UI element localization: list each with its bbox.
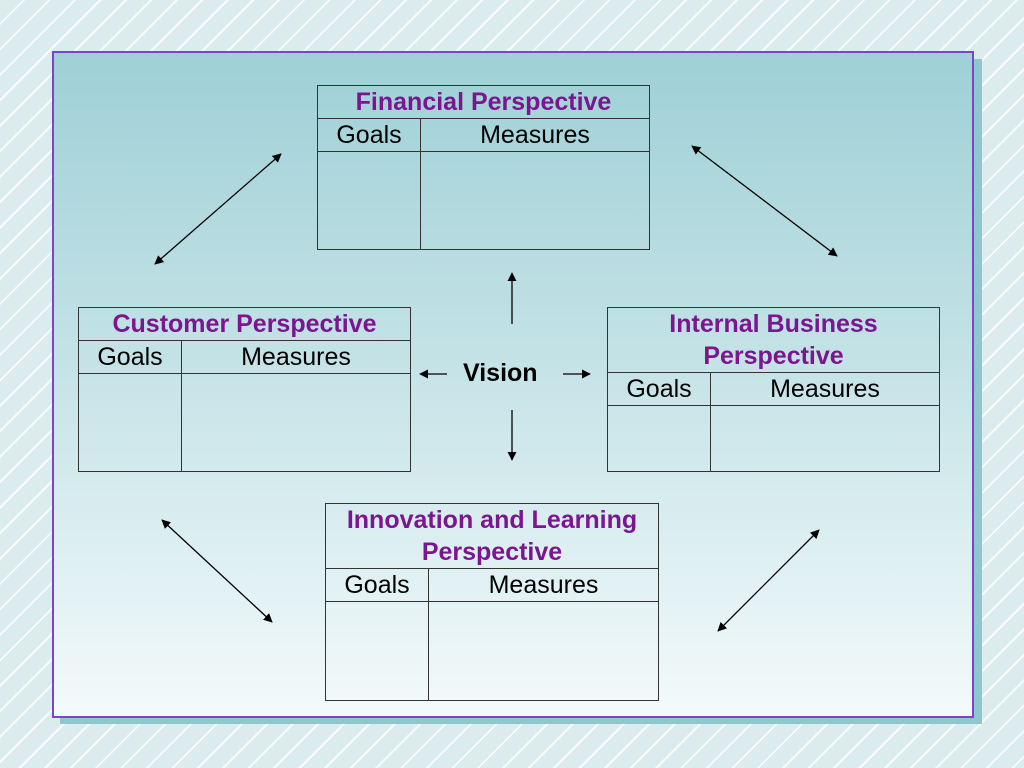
customer-measures-header: Measures bbox=[241, 343, 351, 371]
internal-body-row bbox=[608, 406, 939, 471]
customer-measures-cell bbox=[182, 374, 410, 471]
vision-label: Vision bbox=[463, 359, 538, 387]
innovation-goals-cell bbox=[326, 602, 429, 700]
financial-goals-header: Goals bbox=[318, 119, 421, 151]
customer-header-row: Goals Measures bbox=[79, 341, 410, 374]
customer-body-row bbox=[79, 374, 410, 471]
innovation-learning-perspective-title: Innovation and Learning Perspective bbox=[326, 504, 658, 569]
financial-header-row: Goals Measures bbox=[318, 119, 649, 152]
internal-business-perspective-title: Internal Business Perspective bbox=[608, 308, 939, 373]
arrow-financial-customer bbox=[154, 153, 282, 265]
innovation-header-row: Goals Measures bbox=[326, 569, 658, 602]
customer-perspective-title: Customer Perspective bbox=[79, 308, 410, 341]
innovation-learning-perspective-box: Innovation and Learning Perspective Goal… bbox=[325, 503, 659, 701]
internal-measures-cell bbox=[711, 406, 939, 471]
customer-goals-header: Goals bbox=[79, 341, 182, 373]
internal-goals-header: Goals bbox=[608, 373, 711, 405]
innovation-goals-header: Goals bbox=[326, 569, 429, 601]
internal-goals-cell bbox=[608, 406, 711, 471]
financial-perspective-title: Financial Perspective bbox=[318, 86, 649, 119]
arrow-customer-innovation bbox=[161, 519, 273, 623]
customer-perspective-box: Customer Perspective Goals Measures bbox=[78, 307, 411, 472]
arrow-internal-innovation bbox=[717, 529, 820, 632]
financial-goals-cell bbox=[318, 152, 421, 249]
internal-header-row: Goals Measures bbox=[608, 373, 939, 406]
arrow-financial-internal bbox=[691, 145, 838, 257]
customer-goals-cell bbox=[79, 374, 182, 471]
internal-measures-header: Measures bbox=[770, 375, 880, 403]
innovation-measures-header: Measures bbox=[488, 571, 599, 599]
internal-business-perspective-box: Internal Business Perspective Goals Meas… bbox=[607, 307, 940, 472]
financial-measures-header: Measures bbox=[480, 121, 590, 149]
financial-perspective-box: Financial Perspective Goals Measures bbox=[317, 85, 650, 250]
innovation-measures-cell bbox=[429, 602, 658, 700]
financial-measures-cell bbox=[421, 152, 649, 249]
financial-body-row bbox=[318, 152, 649, 249]
innovation-body-row bbox=[326, 602, 658, 700]
